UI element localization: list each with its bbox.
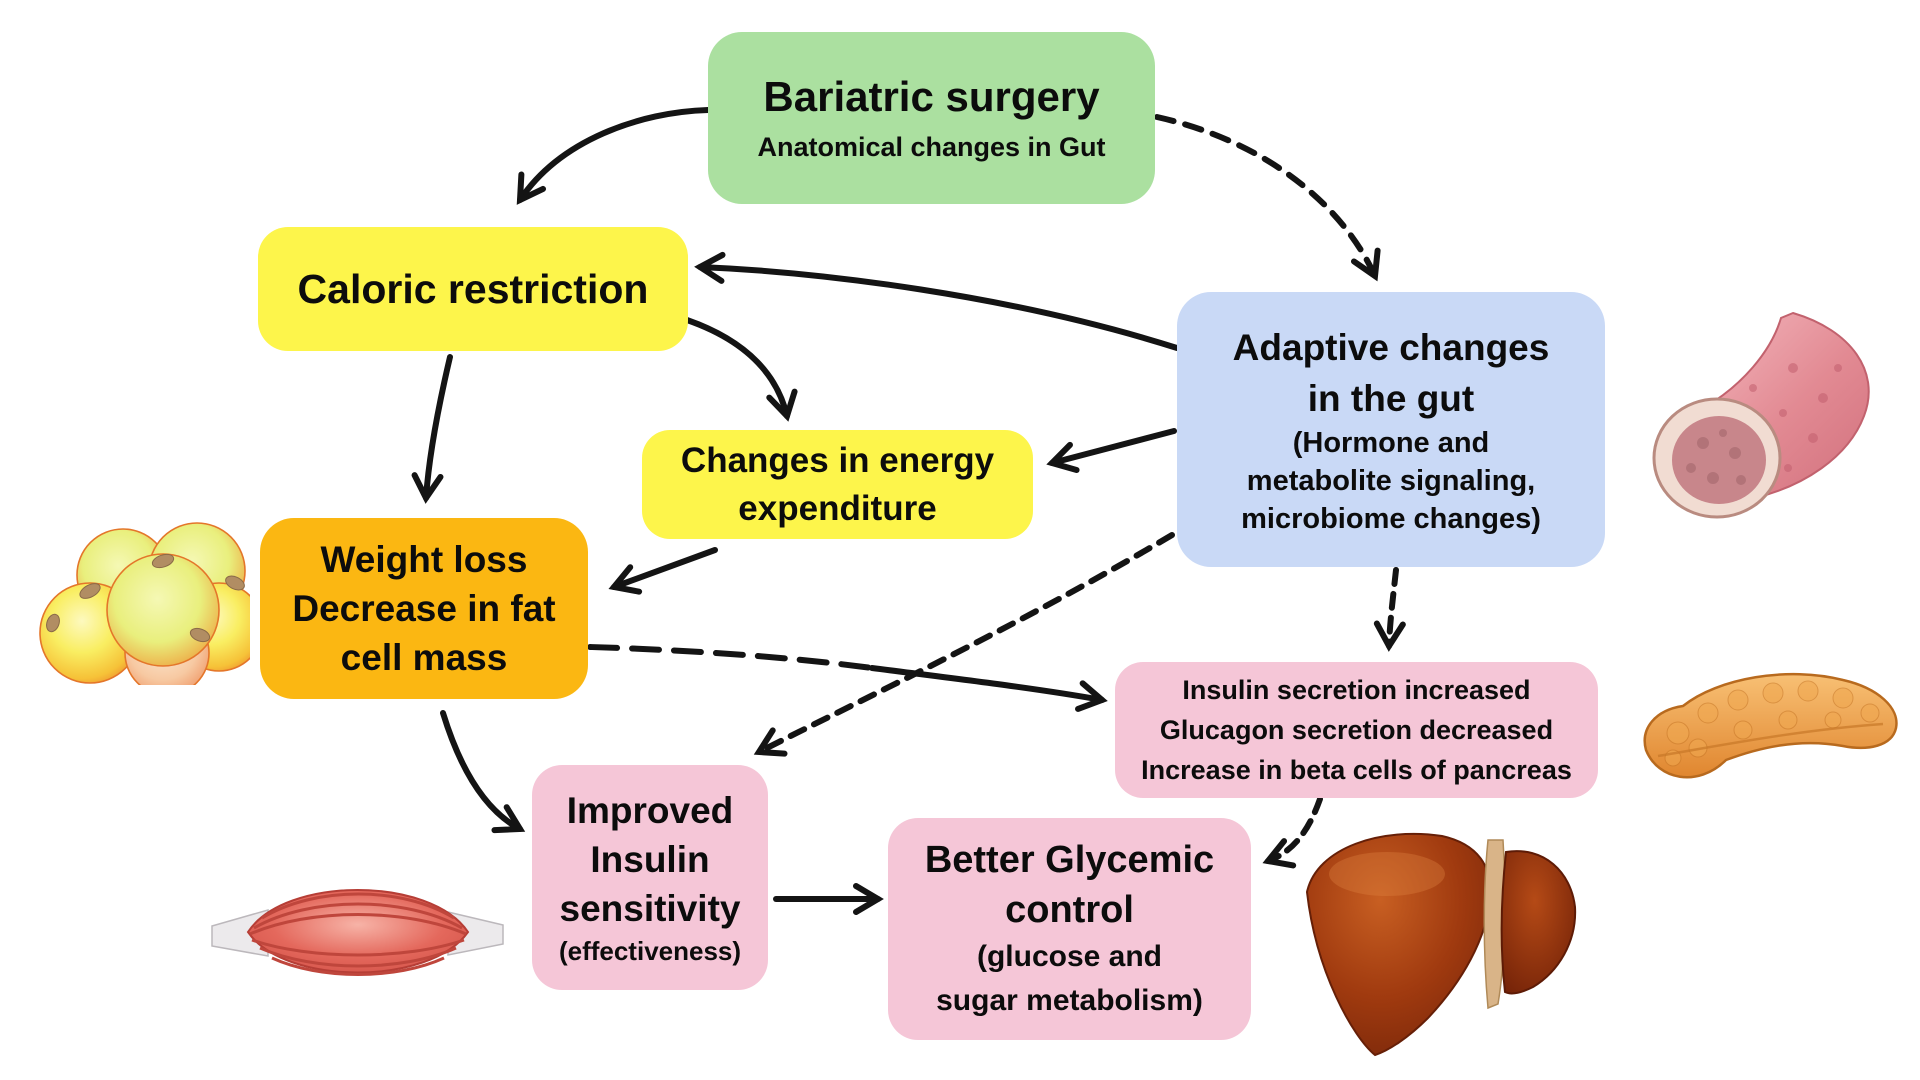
- muscle-illustration: [211, 889, 504, 976]
- weight-line-1: Weight loss: [320, 539, 528, 580]
- muscle-striations: [249, 892, 467, 976]
- adaptive-line-1: Adaptive changes: [1232, 326, 1550, 368]
- pancreas-illustration: [1643, 672, 1898, 779]
- fat-cell-cluster: [39, 522, 250, 685]
- liver-illustration: [1305, 832, 1577, 1057]
- node-weight-loss: Weight loss Decrease in fat cell mass: [260, 518, 588, 699]
- insulin-secretion-line-3: Increase in beta cells of pancreas: [1141, 755, 1572, 785]
- glycemic-line-2: control: [1005, 889, 1134, 931]
- node-insulin-secretion: Insulin secretion increased Glucagon sec…: [1115, 662, 1598, 798]
- edge-weight-to-insulin-secretion-solid-part: [869, 665, 1108, 712]
- adaptive-sub-3: microbiome changes): [1241, 502, 1541, 535]
- energy-line-1: Changes in energy: [680, 440, 995, 480]
- bariatric-subtitle: Anatomical changes in Gut: [757, 132, 1106, 162]
- glycemic-line-1: Better Glycemic: [924, 839, 1215, 881]
- improved-sub: (effectiveness): [558, 936, 742, 966]
- adaptive-sub-1: (Hormone and: [1292, 426, 1490, 459]
- pancreas-texture: [1664, 680, 1880, 767]
- improved-line-1: Improved: [566, 790, 734, 831]
- node-caloric-restriction: Caloric restriction: [258, 227, 688, 351]
- insulin-secretion-line-1: Insulin secretion increased: [1182, 675, 1531, 705]
- weight-line-3: cell mass: [340, 637, 508, 678]
- node-energy-expenditure: Changes in energy expenditure: [642, 430, 1033, 539]
- edge-adaptive-to-caloric: [694, 251, 1180, 351]
- node-glycemic-control: Better Glycemic control (glucose and sug…: [888, 818, 1251, 1040]
- edge-energy-to-weight: [608, 547, 718, 595]
- fat-cell-nuclei: [46, 553, 245, 643]
- pancreas-duct: [1657, 722, 1884, 758]
- edge-insulin-secretion-to-glycemic: [1262, 796, 1323, 869]
- liver-highlight: [1329, 852, 1445, 896]
- weight-line-2: Decrease in fat: [292, 588, 556, 629]
- edge-adaptive-to-improved: [753, 532, 1175, 757]
- intestine-open-end: [1652, 397, 1782, 519]
- glycemic-sub-2: sugar metabolism): [936, 984, 1203, 1017]
- node-improved-insulin-sensitivity: Improved Insulin sensitivity (effectiven…: [532, 765, 768, 990]
- liver-left-lobe: [1500, 850, 1577, 995]
- intestine-illustration: [1652, 311, 1870, 519]
- energy-line-2: expenditure: [738, 488, 937, 528]
- edge-bariatric-to-adaptive: [1154, 114, 1381, 282]
- caloric-title: Caloric restriction: [297, 265, 649, 312]
- edge-caloric-to-weight: [411, 354, 453, 504]
- edge-bariatric-to-caloric: [516, 107, 711, 205]
- adaptive-sub-2: metabolite signaling,: [1246, 464, 1536, 497]
- node-adaptive-changes: Adaptive changes in the gut (Hormone and…: [1177, 292, 1605, 567]
- node-bariatric-surgery: Bariatric surgery Anatomical changes in …: [708, 32, 1155, 204]
- edge-weight-to-insulin-secretion-dashed-part: [587, 644, 875, 671]
- edge-adaptive-to-insulin-secretion: [1373, 567, 1406, 652]
- edge-caloric-to-energy: [684, 317, 798, 422]
- fat-cells-illustration: [39, 522, 250, 685]
- muscle-tendon-left: [211, 909, 269, 957]
- edge-weight-to-improved: [440, 710, 526, 834]
- improved-line-2: Insulin: [590, 839, 710, 880]
- glycemic-sub-1: (glucose and: [976, 940, 1163, 973]
- bariatric-title: Bariatric surgery: [763, 73, 1100, 120]
- liver-right-lobe: [1305, 832, 1492, 1057]
- improved-line-3: sensitivity: [559, 888, 741, 929]
- insulin-secretion-line-2: Glucagon secretion decreased: [1159, 715, 1554, 745]
- adaptive-line-2: in the gut: [1307, 377, 1475, 419]
- edge-adaptive-to-energy: [1046, 428, 1177, 473]
